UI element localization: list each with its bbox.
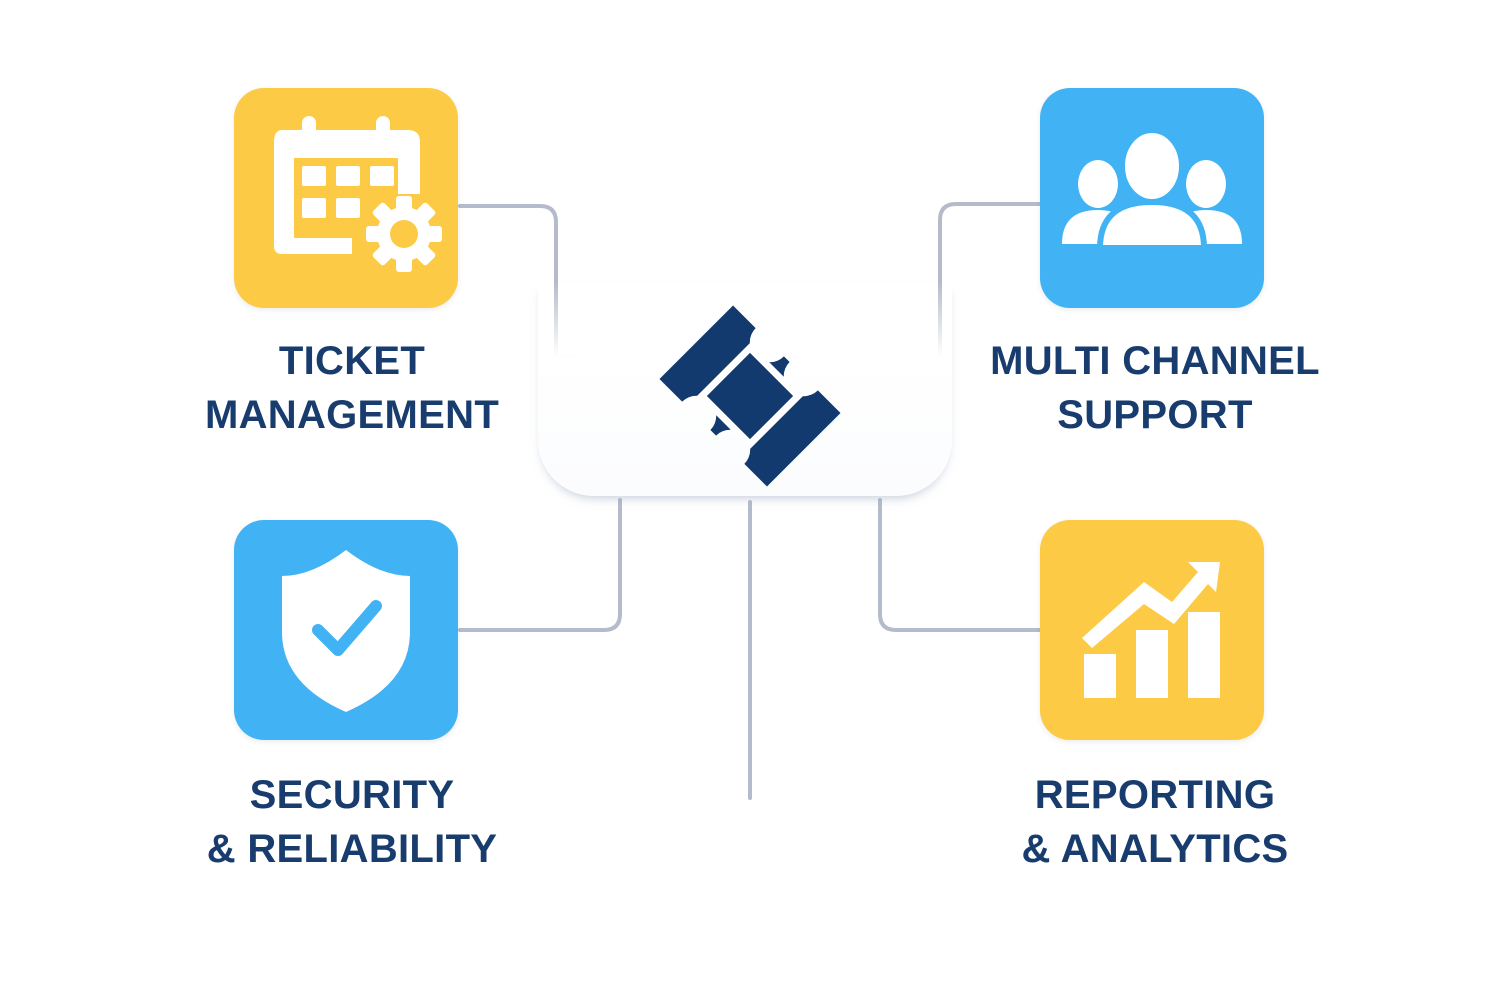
bar-chart-trend-icon <box>1082 562 1220 698</box>
connector-multi-channel <box>938 202 1042 358</box>
security-reliability-line1: SECURITY <box>249 773 455 817</box>
security-reliability-line2: & RELIABILITY <box>206 827 498 871</box>
multi-channel-support-line1: MULTI CHANNEL <box>990 339 1320 383</box>
multi-channel-support-tile[interactable] <box>1040 88 1264 308</box>
reporting-analytics-label: REPORTING & ANALYTICS <box>945 768 1365 876</box>
security-reliability-label: SECURITY & RELIABILITY <box>142 768 562 876</box>
ticket-management-line1: TICKET <box>278 339 426 383</box>
ticket-icon <box>659 305 841 487</box>
ticket-management-line2: MANAGEMENT <box>204 393 500 437</box>
shield-check-icon <box>282 550 410 712</box>
connector-security <box>458 498 622 632</box>
connector-ticket-management <box>458 204 582 358</box>
multi-channel-support-label: MULTI CHANNEL SUPPORT <box>945 334 1365 442</box>
calendar-gear-icon <box>274 116 442 272</box>
ticket-management-tile[interactable] <box>234 88 458 308</box>
reporting-analytics-line1: REPORTING <box>1034 773 1276 817</box>
connector-reporting <box>878 498 1042 632</box>
reporting-analytics-line2: & ANALYTICS <box>1021 827 1289 871</box>
multi-channel-support-line2: SUPPORT <box>1057 393 1253 437</box>
security-reliability-tile[interactable] <box>234 520 458 740</box>
users-group-icon <box>1062 127 1242 251</box>
reporting-analytics-tile[interactable] <box>1040 520 1264 740</box>
ticket-management-label: TICKET MANAGEMENT <box>142 334 562 442</box>
